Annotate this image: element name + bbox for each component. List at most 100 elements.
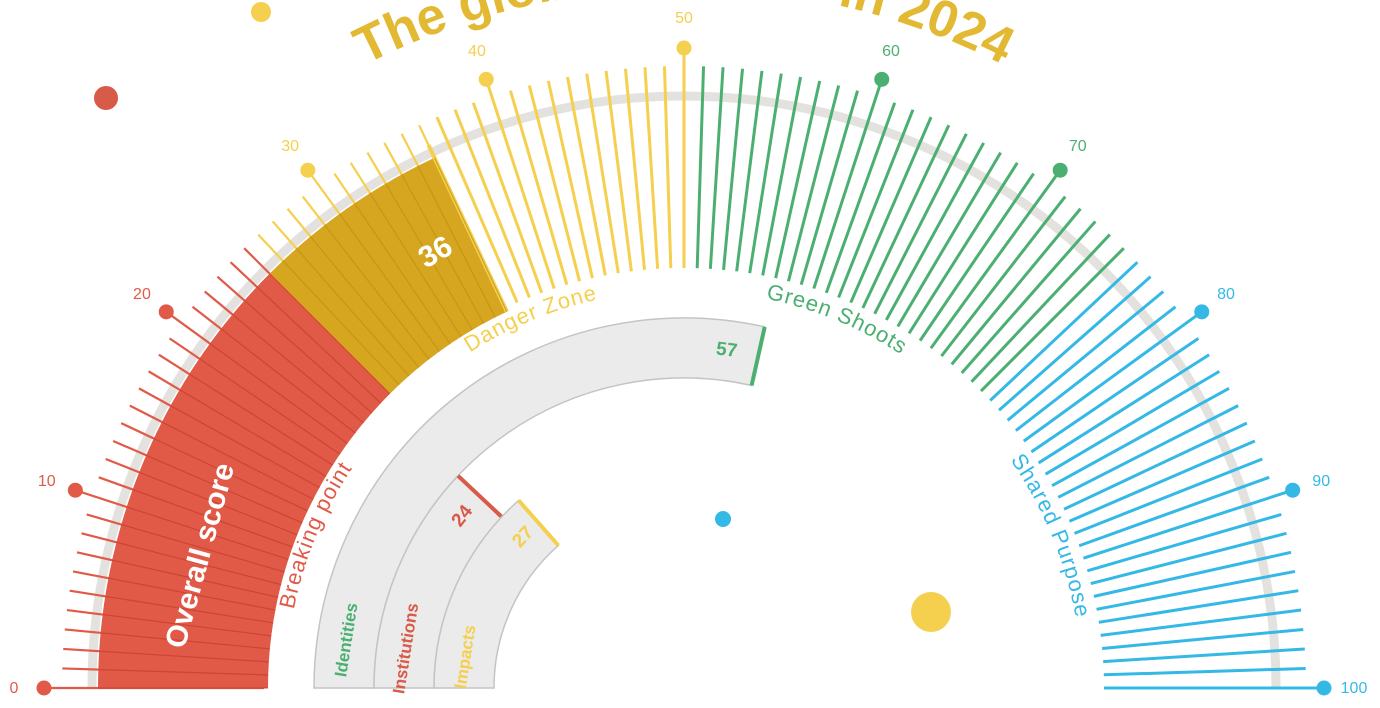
gauge-tick (643, 67, 660, 269)
gauge-tick (708, 67, 725, 269)
tick-label: 50 (675, 10, 693, 27)
gauge-tick (1103, 666, 1306, 677)
gauge-tick (1100, 608, 1302, 637)
gauge-tick (1006, 290, 1165, 422)
gauge-tick (929, 169, 1062, 350)
overall-fill-line (145, 454, 303, 524)
overall-fill-line (198, 358, 341, 455)
tick-dot (1194, 304, 1210, 320)
gauge-tick (940, 195, 1067, 358)
zone-label: Shared Purpose (1006, 449, 1096, 620)
tick-label: 80 (1217, 286, 1235, 303)
gauge-tick (1037, 353, 1210, 465)
gauge-tick (1057, 404, 1239, 499)
gauge-tick (873, 133, 968, 315)
overall-fill-line (111, 559, 279, 598)
gauge-tick (604, 70, 633, 272)
tick-dot (478, 71, 494, 87)
overall-fill-line (209, 343, 348, 444)
overall-fill-line (116, 541, 282, 586)
decor-dot (715, 511, 731, 527)
overall-fill-line (108, 577, 276, 611)
gauge-tick (896, 151, 1002, 328)
overall-fill-line (369, 192, 462, 338)
gauge-tick (1098, 589, 1299, 624)
tick-label: 90 (1312, 473, 1330, 490)
gauge-tick (565, 76, 607, 276)
gauge-tick (1014, 305, 1177, 432)
gauge-tick (1063, 421, 1248, 511)
overall-fill-line (179, 389, 327, 477)
gauge-tick (1078, 475, 1270, 548)
gauge-tick (1093, 550, 1292, 598)
overall-fill-line (256, 286, 382, 404)
gauge-tick (1044, 370, 1221, 476)
overall-fill-line (232, 314, 364, 424)
sub-score-edge (749, 326, 767, 386)
tick-dot (1316, 680, 1332, 696)
overall-fill-line (417, 165, 496, 318)
gauge-tick (722, 68, 745, 271)
gauge-tick (799, 90, 859, 286)
overall-fill-line (121, 523, 285, 573)
gauge-tick (812, 78, 884, 290)
overall-fill-line (99, 650, 269, 663)
tick-label: 20 (133, 286, 151, 303)
gauge-tick (979, 247, 1125, 393)
gauge-tick (950, 207, 1082, 366)
gauge-tick (585, 73, 620, 274)
gauge-tick (748, 73, 783, 274)
tick-dot (874, 71, 890, 87)
gauge-tick (546, 80, 594, 279)
gauge-tick (1082, 488, 1294, 560)
gauge-tick (662, 66, 673, 269)
gauge-tick (1096, 569, 1296, 611)
gauge-tick (1068, 439, 1256, 523)
gauge-tick (786, 85, 841, 282)
overall-fill-line (401, 174, 485, 324)
tick-dot (676, 40, 692, 56)
sub-score-value: 57 (715, 338, 739, 361)
overall-fill-line (188, 373, 334, 466)
overall-fill-line (282, 260, 400, 386)
overall-fill-line (100, 632, 270, 650)
gauge-tick (527, 85, 582, 282)
overall-fill-line (102, 613, 272, 637)
tick-label: 10 (38, 473, 56, 490)
gauge-tick (1022, 310, 1203, 443)
gauge-tick (989, 261, 1139, 402)
overall-fill-line (170, 405, 320, 489)
gauge-tick (695, 66, 706, 269)
gauge-tick (849, 116, 933, 304)
decor-dot (911, 592, 951, 632)
overall-fill-line (339, 213, 440, 352)
gauge-tick (998, 275, 1152, 412)
overall-fill-line (138, 471, 298, 536)
gauge-tick (435, 116, 519, 304)
tick-dot (36, 680, 52, 696)
tick-label: 30 (281, 138, 299, 155)
overall-fill-line (324, 224, 430, 360)
gauge-tick (1030, 337, 1200, 454)
gauge-tick (774, 80, 822, 279)
sub-score-arc (433, 499, 560, 689)
overall-fill-line (132, 488, 293, 548)
gauge-tick (918, 172, 1035, 342)
gauge-tick (735, 70, 764, 272)
tick-label: 0 (10, 680, 19, 697)
gauge-tick (453, 109, 531, 299)
overall-fill-line (126, 506, 289, 561)
overall-fill-line (296, 248, 410, 377)
tick-dot (1285, 482, 1301, 498)
overall-fill-line (244, 300, 373, 414)
gauge-tick (1073, 457, 1263, 535)
gauge-tick (761, 76, 803, 276)
overall-fill-line (220, 328, 356, 434)
overall-fill-line (269, 273, 391, 395)
tick-dot (67, 482, 83, 498)
overall-fill-line (161, 421, 314, 500)
gauge-tick (484, 78, 556, 290)
overall-fill-line (385, 183, 473, 331)
gauge-tick (885, 142, 985, 321)
gauge-tick (1103, 647, 1305, 664)
